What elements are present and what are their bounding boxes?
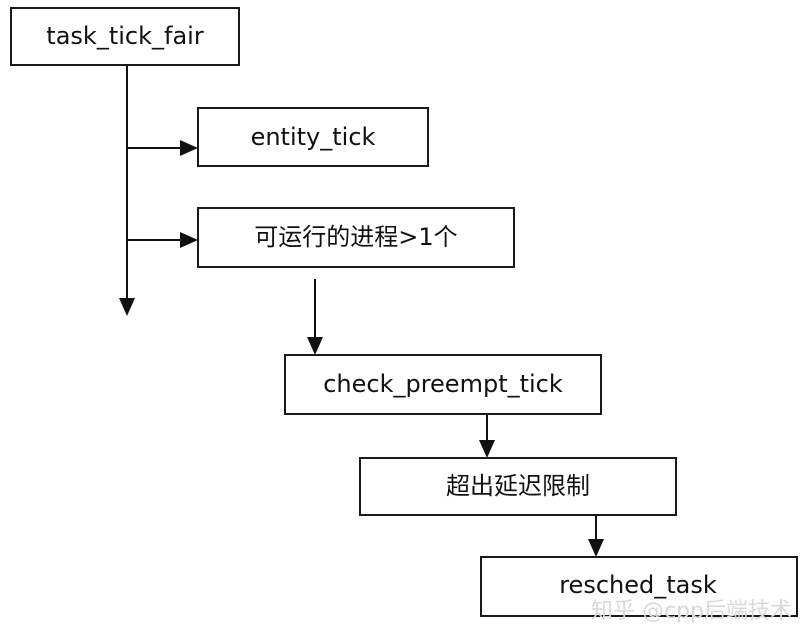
node-check-preempt-tick: check_preempt_tick xyxy=(284,354,602,415)
arrowhead-to-resched-task xyxy=(588,539,604,557)
arrowhead-trunk-end xyxy=(119,298,135,316)
watermark-text: 知乎 @cpp后端技术 xyxy=(591,599,792,624)
node-exceed-latency-limit: 超出延迟限制 xyxy=(359,457,677,516)
node-exceed-latency-limit-label: 超出延迟限制 xyxy=(446,472,590,500)
node-resched-task-label: resched_task xyxy=(559,571,717,599)
node-task-tick-fair-box xyxy=(10,7,240,66)
node-resched-task-box xyxy=(480,556,798,617)
node-exceed-latency-limit-box xyxy=(359,457,677,516)
node-entity-tick-box xyxy=(197,107,429,167)
arrowhead-to-exceed-latency xyxy=(479,440,495,458)
node-runnable-gt-one-label: 可运行的进程>1个 xyxy=(254,223,457,251)
node-entity-tick: entity_tick xyxy=(197,107,429,167)
node-resched-task: resched_task xyxy=(480,556,798,617)
node-task-tick-fair-label: task_tick_fair xyxy=(46,22,204,50)
node-runnable-gt-one: 可运行的进程>1个 xyxy=(197,207,515,268)
node-task-tick-fair: task_tick_fair xyxy=(10,7,240,66)
node-runnable-gt-one-box xyxy=(197,207,515,268)
arrowhead-to-entity-tick xyxy=(180,140,198,156)
node-check-preempt-tick-box xyxy=(284,354,602,415)
arrowhead-to-check-preempt-tick xyxy=(307,337,323,355)
arrowhead-to-runnable xyxy=(180,232,198,248)
node-check-preempt-tick-label: check_preempt_tick xyxy=(323,370,563,398)
node-entity-tick-label: entity_tick xyxy=(251,123,376,151)
